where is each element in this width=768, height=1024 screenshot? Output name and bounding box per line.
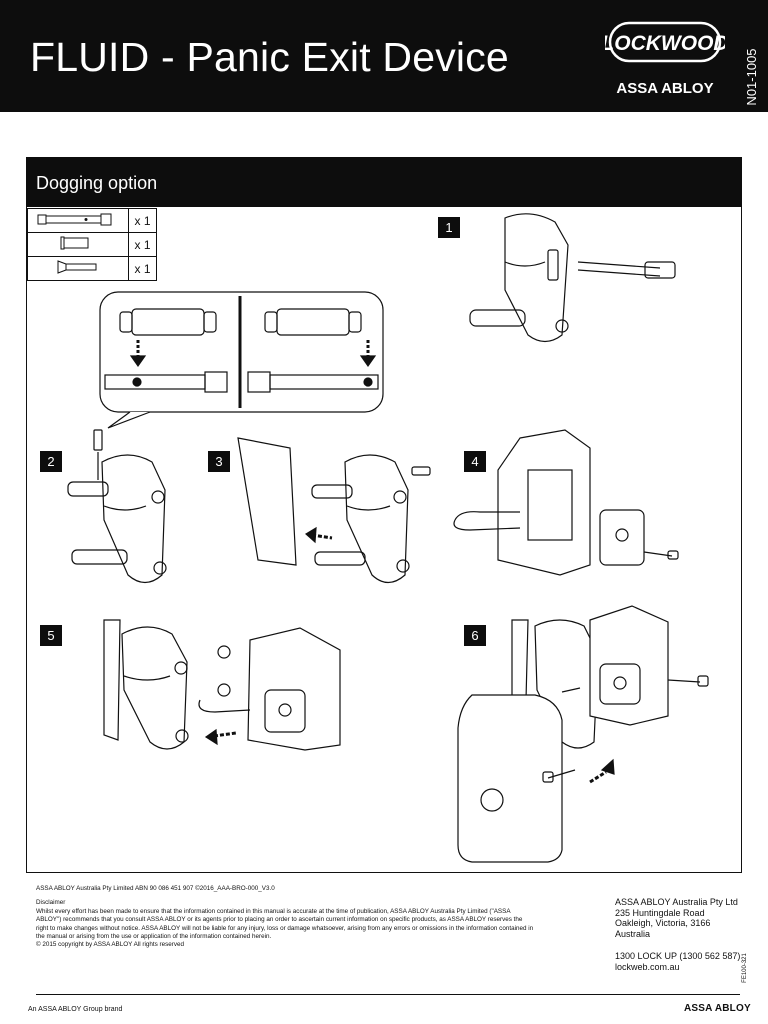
step-badge-6: 6: [464, 625, 486, 646]
lockwood-logo: LOCKWOOD ASSA ABLOY: [605, 21, 725, 97]
header-bar: FLUID - Panic Exit Device LOCKWOOD ASSA …: [0, 0, 768, 112]
phone-number: 1300 LOCK UP (1300 562 587): [615, 951, 741, 961]
part-row: x 1: [27, 208, 157, 233]
screw-icon: [57, 260, 97, 274]
step-6-illustration: [457, 605, 709, 863]
step-1-illustration: [469, 213, 676, 343]
step-badge-2: 2: [40, 451, 62, 472]
arrow-up-right-icon: [589, 758, 615, 784]
section-header: Dogging option: [26, 157, 742, 207]
address-line: Oakleigh, Victoria, 3166: [615, 918, 711, 928]
part-quantity: x 1: [128, 232, 157, 257]
legal-notice: ASSA ABLOY Australia Pty Limited ABN 90 …: [36, 885, 536, 950]
pin-right-icon: [247, 371, 379, 393]
website-link[interactable]: lockweb.com.au: [615, 961, 680, 972]
step-badge-4: 4: [464, 451, 486, 472]
part-row: x 1: [27, 256, 157, 281]
address-line: 235 Huntingdale Road: [615, 907, 705, 918]
pin-orientation-callout: [93, 291, 384, 451]
logo-text: LOCKWOOD: [605, 32, 725, 55]
logo-subtext: ASSA ABLOY: [616, 80, 713, 97]
step-2-illustration: [67, 452, 167, 584]
part-row: x 1: [27, 232, 157, 257]
sleeve-icon: [60, 236, 89, 250]
part-quantity: x 1: [128, 208, 157, 233]
arrow-left-icon: [304, 526, 333, 544]
sleeve-right-icon: [264, 308, 362, 336]
arrow-left-icon: [204, 728, 237, 746]
instruction-frame: [26, 207, 742, 873]
address-line: ASSA ABLOY Australia Pty Ltd: [615, 897, 738, 907]
sleeve-left-icon: [119, 308, 217, 336]
disclaimer-heading: Disclaimer: [36, 899, 66, 907]
arrow-down-right-icon: [359, 340, 377, 368]
footer-divider: [36, 994, 740, 995]
step-badge-3: 3: [208, 451, 230, 472]
step-badge-1: 1: [438, 217, 460, 238]
arrow-down-left-icon: [129, 340, 147, 368]
parts-list: x 1 x 1 x 1: [27, 208, 157, 281]
disclaimer-text: Whilst every effort has been made to ens…: [36, 907, 534, 941]
step-badge-5: 5: [40, 625, 62, 646]
pin-left-icon: [104, 371, 228, 393]
group-brand-text: An ASSA ABLOY Group brand: [28, 1006, 123, 1013]
assa-abloy-logo: ASSA ABLOY: [684, 1003, 751, 1014]
step-5-illustration: [103, 619, 341, 751]
contact-address: ASSA ABLOY Australia Pty Ltd 235 Hunting…: [615, 897, 740, 972]
copyright-text: © 2015 copyright by ASSA ABLOY All right…: [36, 941, 185, 949]
dogging-pin-icon: [37, 213, 112, 226]
address-line: Australia: [615, 928, 651, 939]
step-3-illustration: [237, 437, 431, 584]
part-quantity: x 1: [128, 256, 157, 281]
section-title: Dogging option: [36, 173, 158, 193]
step-4-illustration: [453, 429, 679, 576]
form-code: FE100-321: [742, 953, 748, 983]
company-registration: ASSA ABLOY Australia Pty Limited ABN 90 …: [36, 885, 275, 892]
page-title: FLUID - Panic Exit Device: [30, 34, 509, 80]
